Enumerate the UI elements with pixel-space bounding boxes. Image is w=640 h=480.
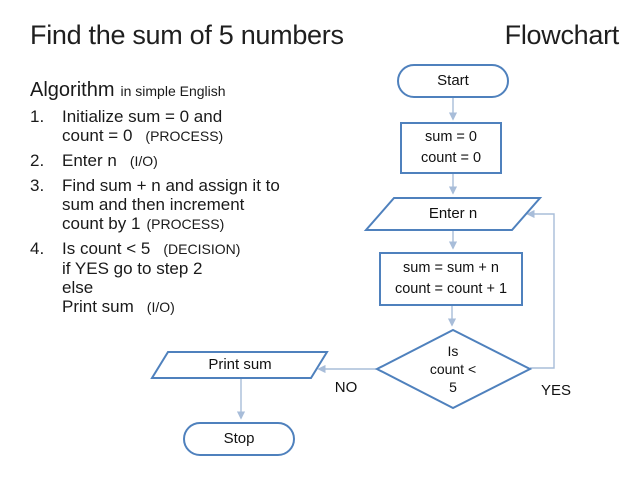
stop-terminator-shape [183, 422, 295, 456]
decision-text: Is count < 5 [403, 342, 503, 396]
step-number: 2. [30, 151, 45, 170]
step-type-tag: (I/O) [129, 153, 158, 169]
step-line-text: count = 0 [62, 126, 133, 145]
yes-branch-label: YES [540, 382, 571, 399]
step-text: Is count < 5 (DECISION) if YES go to step… [62, 239, 365, 317]
decision-line-2: count < [429, 361, 477, 377]
start-terminator-shape [397, 64, 509, 98]
step-line: Print sum (I/O) [62, 297, 365, 317]
init-process-shape [400, 122, 502, 174]
step-number: 3. [30, 176, 45, 195]
step-type-tag: (I/O) [146, 299, 175, 315]
step-number: 1. [30, 107, 45, 126]
step-line: Find sum + n and assign it to [62, 176, 280, 195]
decision-diamond-shape [374, 328, 533, 410]
step-type-tag: (DECISION) [163, 241, 241, 257]
decision-line-1: Is [447, 343, 459, 359]
algorithm-heading-text: Algorithm [30, 79, 115, 101]
header-right-label: Flowchart [504, 20, 620, 50]
step-line-text: Is count < 5 [62, 239, 151, 258]
step-line: count = 0 (PROCESS) [62, 126, 365, 146]
algorithm-heading: Algorithm in simple English [30, 80, 365, 101]
step-line-text: Print sum [62, 297, 134, 316]
input-label: Enter n [428, 205, 478, 222]
stop-label: Stop [223, 430, 255, 447]
init-line-2: count = 0 [420, 150, 482, 166]
algorithm-heading-note: in simple English [120, 83, 226, 99]
step-line: else [62, 278, 94, 297]
algorithm-step-1: 1. Initialize sum = 0 and count = 0 (PROC… [30, 107, 365, 146]
accumulate-line-2: count = count + 1 [394, 281, 508, 297]
algorithm-step-3: 3. Find sum + n and assign it to sum and… [30, 176, 365, 234]
step-line: count by 1 (PROCESS) [62, 214, 365, 234]
algorithm-step-4: 4. Is count < 5 (DECISION) if YES go to s… [30, 239, 365, 317]
start-label: Start [437, 72, 469, 89]
algorithm-section: Algorithm in simple English 1. Initialize… [30, 80, 365, 322]
output-parallelogram-shape [150, 351, 329, 379]
step-type-tag: (PROCESS) [145, 128, 224, 144]
accumulate-process-shape [379, 252, 523, 306]
step-text: Initialize sum = 0 and count = 0 (PROCESS… [62, 107, 365, 146]
algorithm-step-2: 2. Enter n (I/O) [30, 151, 365, 171]
step-line: Initialize sum = 0 and [62, 107, 223, 126]
step-line-text: count by 1 [62, 214, 141, 233]
step-type-tag: (PROCESS) [146, 216, 225, 232]
step-line: sum and then increment [62, 195, 245, 214]
step-number: 4. [30, 239, 45, 258]
accumulate-line-1: sum = sum + n [403, 260, 499, 276]
page-title: Find the sum of 5 numbers [30, 20, 344, 50]
input-parallelogram-shape [363, 197, 543, 231]
step-line: if YES go to step 2 [62, 259, 203, 278]
connector-yes-loop [526, 209, 555, 369]
init-line-1: sum = 0 [425, 129, 477, 145]
init-box-text: sum = 0 count = 0 [401, 127, 501, 169]
decision-line-3: 5 [449, 379, 457, 395]
step-line: Is count < 5 (DECISION) [62, 239, 365, 259]
step-text: Find sum + n and assign it to sum and th… [62, 176, 365, 234]
step-line-text: Enter n [62, 151, 117, 170]
step-line: Enter n (I/O) [62, 151, 365, 171]
accumulate-box-text: sum = sum + n count = count + 1 [380, 258, 522, 300]
output-label: Print sum [208, 356, 272, 373]
step-text: Enter n (I/O) [62, 151, 365, 171]
no-branch-label: NO [334, 379, 358, 396]
